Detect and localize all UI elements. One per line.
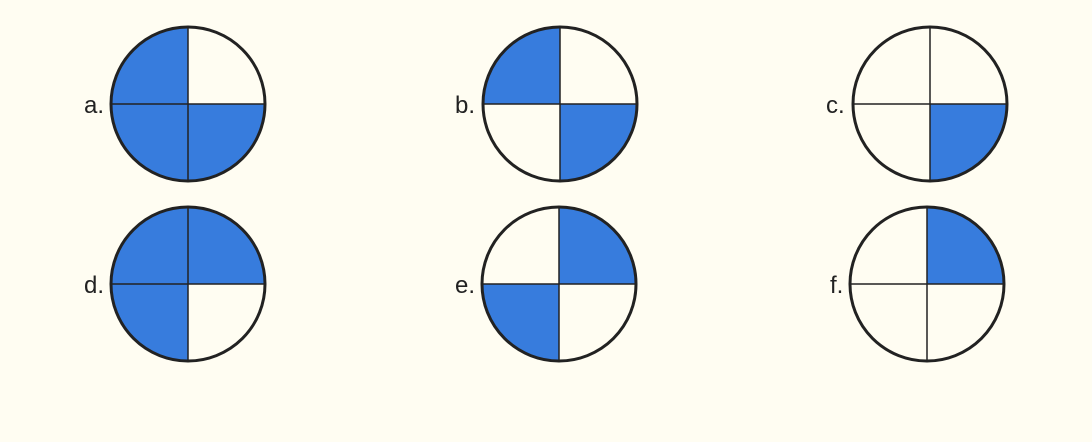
quadrant-bottom-right-shaded (560, 104, 637, 181)
quadrant-bottom-right-shaded (188, 104, 265, 181)
fraction-circle-f: f. (830, 205, 1006, 363)
quadrant-top-right-shaded (559, 207, 636, 284)
circle-outline (851, 25, 1009, 183)
circle-outline (848, 205, 1006, 363)
quadrant-bottom-left-empty (483, 104, 560, 181)
circle-label-c: c. (826, 92, 845, 119)
fraction-circle-e: e. (455, 205, 638, 363)
quadrant-bottom-left-empty (850, 284, 927, 361)
circle-label-e: e. (455, 272, 475, 299)
circle-label-a: a. (84, 92, 104, 119)
circle-outline (480, 205, 638, 363)
quadrant-bottom-left-empty (853, 104, 930, 181)
quadrant-top-right-empty (188, 27, 265, 104)
quadrant-bottom-left-shaded (111, 284, 188, 361)
quadrant-top-left-shaded (111, 27, 188, 104)
quadrant-top-right-empty (560, 27, 637, 104)
quadrant-top-left-shaded (111, 207, 188, 284)
fraction-circle-b: b. (455, 25, 639, 183)
circle-label-d: d. (84, 272, 104, 299)
circle-label-f: f. (830, 272, 843, 299)
fraction-circle-c: c. (826, 25, 1009, 183)
fraction-circle-a: a. (84, 25, 267, 183)
quadrant-bottom-right-shaded (930, 104, 1007, 181)
circle-outline (481, 25, 639, 183)
quadrant-top-left-shaded (483, 27, 560, 104)
quadrant-top-left-empty (853, 27, 930, 104)
quadrant-top-right-shaded (188, 207, 265, 284)
quadrant-bottom-left-shaded (482, 284, 559, 361)
quadrant-bottom-right-empty (559, 284, 636, 361)
quadrant-bottom-left-shaded (111, 104, 188, 181)
quadrant-top-right-empty (930, 27, 1007, 104)
quadrant-top-left-empty (482, 207, 559, 284)
circle-outline (109, 205, 267, 363)
quadrant-top-right-shaded (927, 207, 1004, 284)
quadrant-bottom-right-empty (188, 284, 265, 361)
quadrant-top-left-empty (850, 207, 927, 284)
fraction-circle-d: d. (84, 205, 267, 363)
circle-outline (109, 25, 267, 183)
circle-label-b: b. (455, 92, 475, 119)
quadrant-bottom-right-empty (927, 284, 1004, 361)
